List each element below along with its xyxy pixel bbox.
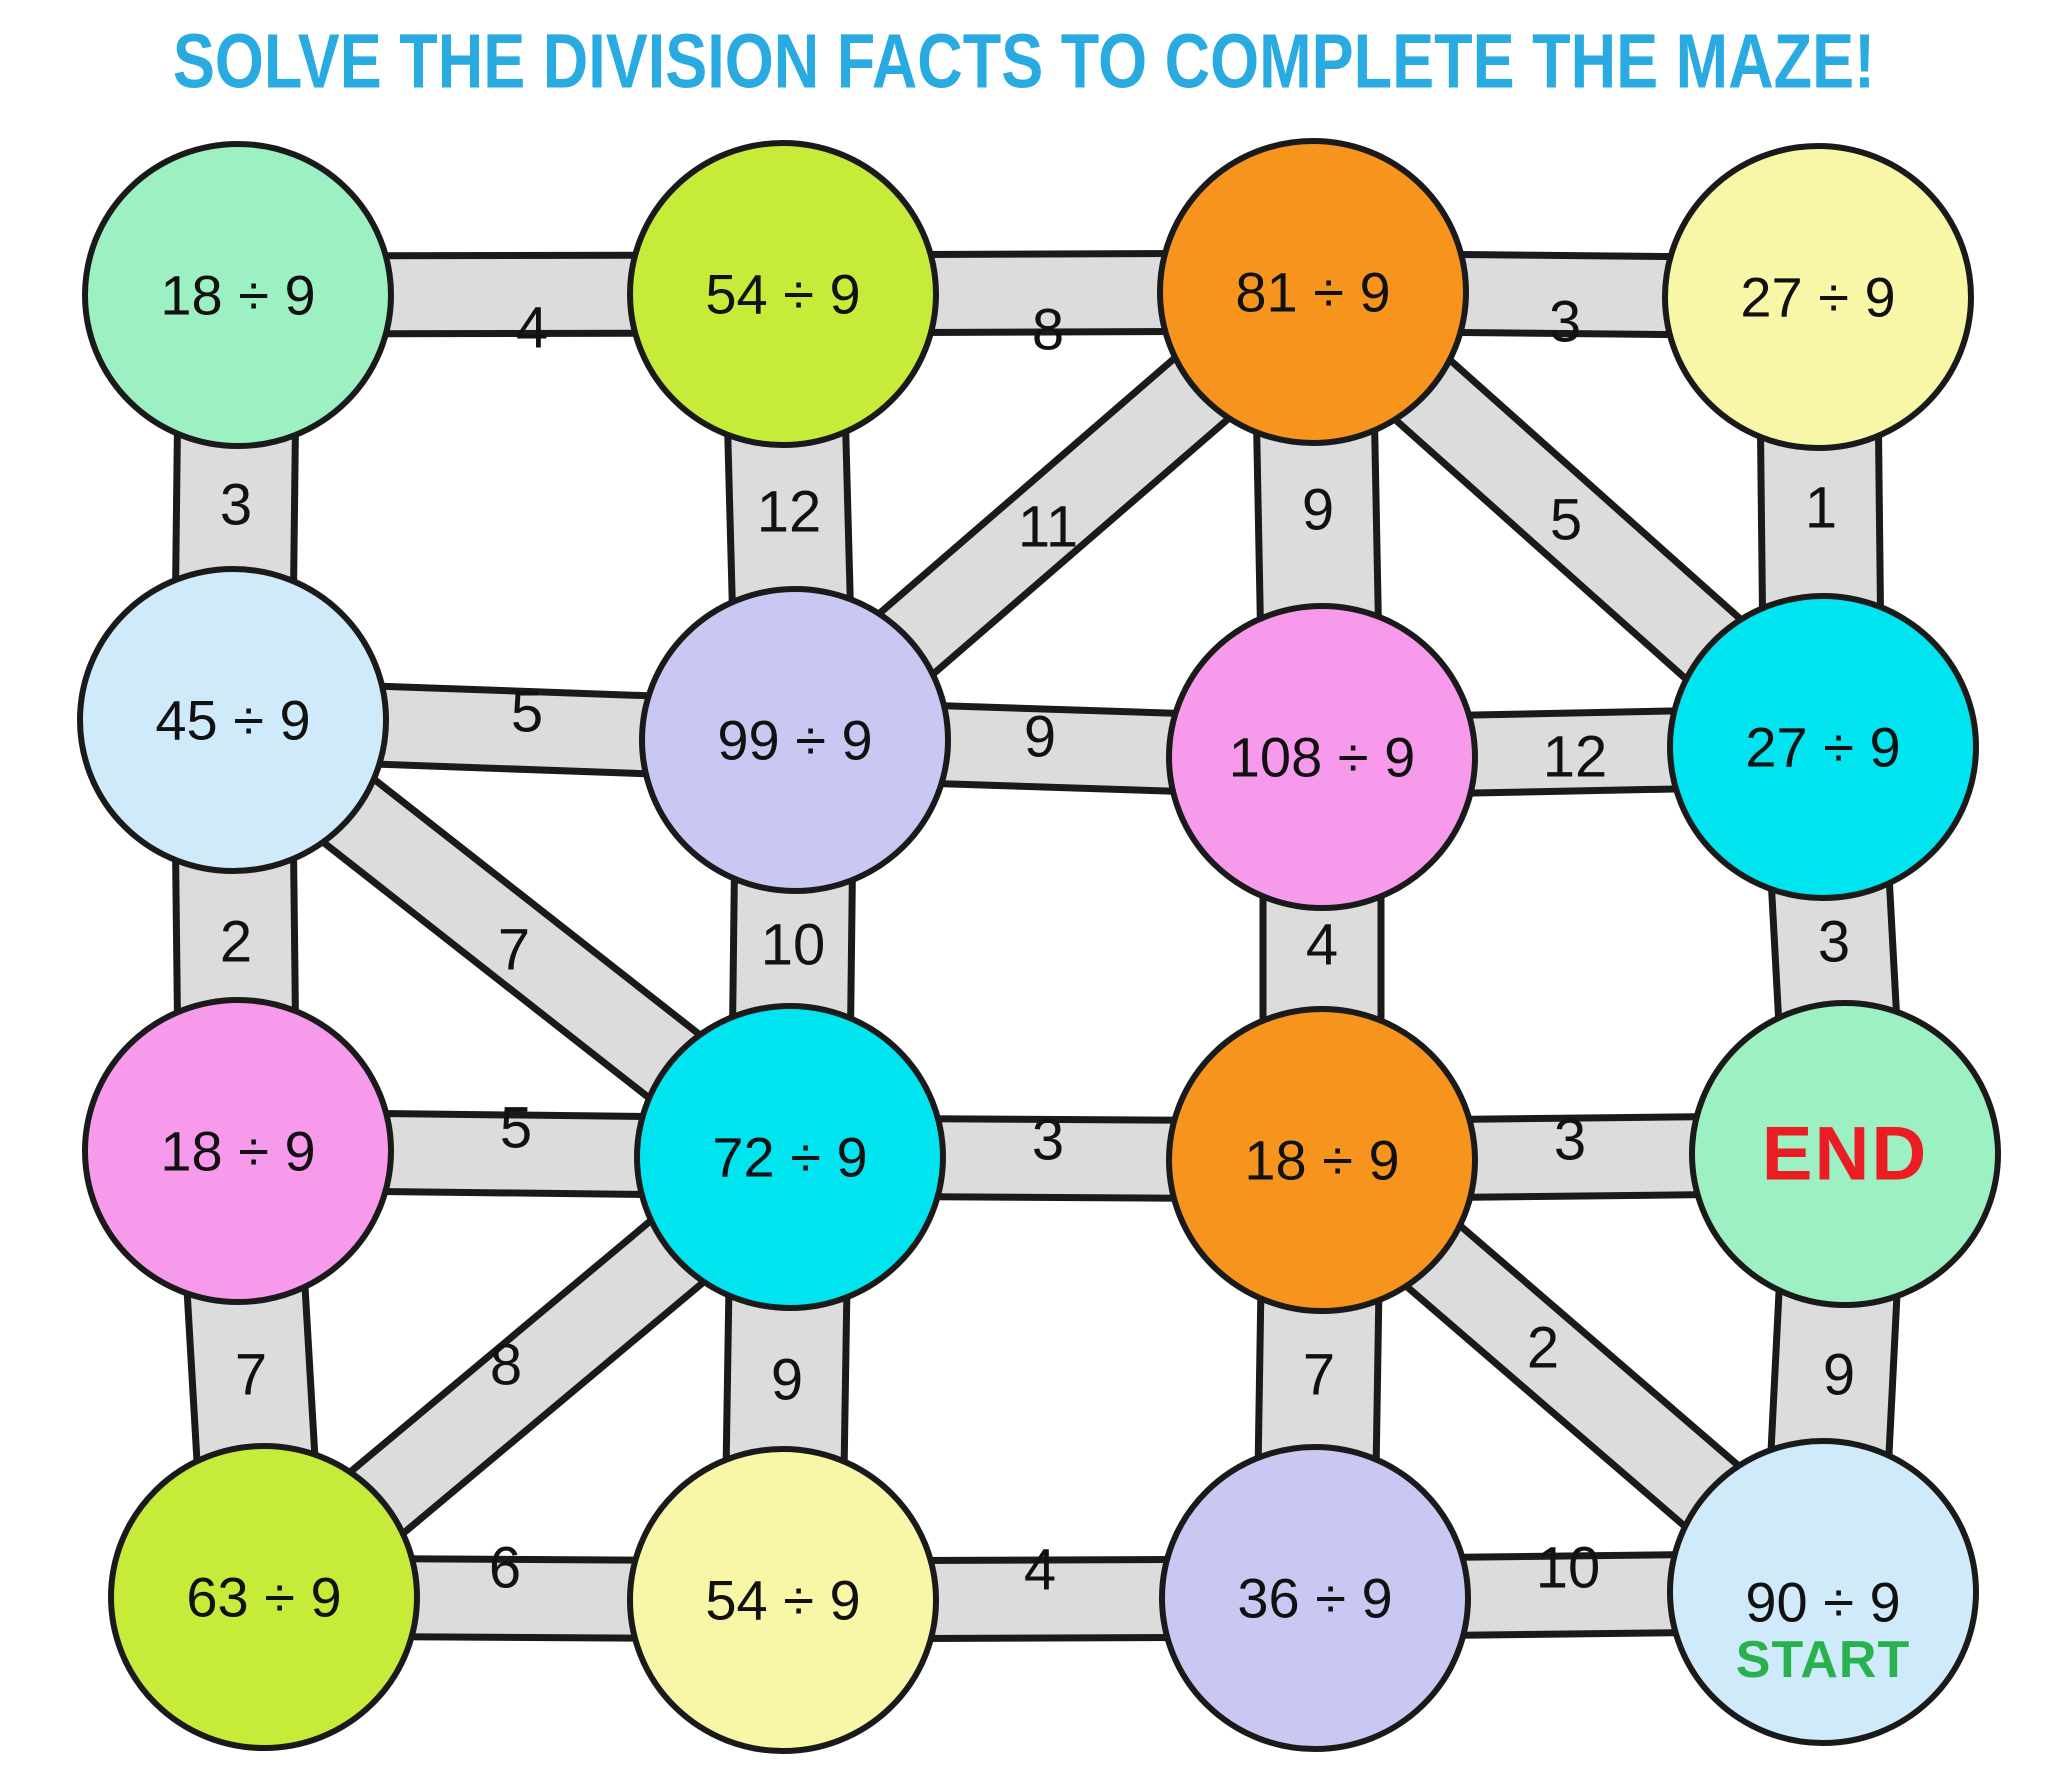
maze-node-circle-n33: [1166, 1006, 1478, 1314]
maze-node-circle-n23: [1166, 603, 1478, 911]
maze-node-circle-n44: [1667, 1438, 1979, 1746]
maze-node-circle-n13: [1157, 138, 1469, 446]
edge-answer-label-24: 8: [490, 1333, 522, 1398]
edge-answer-label-21: 9: [771, 1348, 803, 1413]
maze-node-sublabel-n44: START: [1736, 1631, 1910, 1689]
edge-answer-label-9: 5: [511, 680, 543, 745]
maze-node-label-n43: 36 ÷ 9: [1237, 1567, 1392, 1630]
maze-node-label-n34: END: [1762, 1112, 1928, 1197]
edge-answer-label-1: 8: [1032, 298, 1064, 363]
edge-answer-label-7: 11: [1018, 495, 1078, 560]
edge-answer-label-25: 2: [1527, 1316, 1559, 1381]
edge-answer-label-22: 7: [1303, 1343, 1335, 1408]
edge-answer-label-4: 12: [757, 480, 822, 545]
edge-answer-label-0: 4: [516, 296, 548, 361]
maze-node-label-n31: 18 ÷ 9: [160, 1120, 315, 1183]
maze-node-circle-n21: [77, 566, 389, 874]
edge-answer-label-17: 5: [500, 1096, 532, 1161]
maze-node-label-n44: 90 ÷ 9: [1745, 1571, 1900, 1634]
edge-answer-label-3: 3: [220, 473, 252, 538]
edge-answer-label-27: 4: [1024, 1538, 1056, 1603]
maze-node-circle-n31: [82, 997, 394, 1305]
maze-node-circle-n22: [639, 586, 951, 894]
maze-node-label-n32: 72 ÷ 9: [712, 1126, 867, 1189]
maze-node-label-n12: 54 ÷ 9: [705, 263, 860, 326]
maze-node-label-n24: 27 ÷ 9: [1745, 716, 1900, 779]
edge-answer-label-2: 3: [1549, 290, 1581, 355]
edge-answer-label-5: 9: [1302, 478, 1334, 543]
maze-node-circle-n12: [627, 140, 939, 448]
edge-answer-label-28: 10: [1536, 1536, 1601, 1601]
edge-answer-label-13: 10: [761, 913, 826, 978]
maze-node-circle-n34: [1689, 1000, 2001, 1308]
maze-node-label-n23: 108 ÷ 9: [1229, 726, 1415, 789]
edge-answer-label-6: 1: [1805, 476, 1837, 541]
maze-node-label-n42: 54 ÷ 9: [705, 1569, 860, 1632]
maze-node-label-n33: 18 ÷ 9: [1244, 1129, 1399, 1192]
edge-answer-label-16: 7: [498, 918, 530, 983]
maze-node-label-n22: 99 ÷ 9: [717, 709, 872, 772]
edge-answer-label-19: 3: [1554, 1108, 1586, 1173]
edge-answer-label-18: 3: [1032, 1108, 1064, 1173]
edge-answer-label-8: 5: [1550, 488, 1582, 553]
maze-node-label-n11: 18 ÷ 9: [160, 264, 315, 327]
maze-node-label-n14: 27 ÷ 9: [1740, 266, 1895, 329]
edge-answer-label-20: 7: [235, 1343, 267, 1408]
maze-node-circle-n24: [1667, 593, 1979, 901]
edge-answer-label-14: 4: [1306, 913, 1338, 978]
edge-answer-label-12: 2: [220, 910, 252, 975]
maze-node-circle-n11: [82, 141, 394, 449]
edge-answer-label-26: 6: [489, 1536, 521, 1601]
maze-node-circle-n32: [634, 1003, 946, 1311]
edge-answer-label-15: 3: [1818, 910, 1850, 975]
maze-node-circle-n42: [627, 1446, 939, 1754]
edge-answer-label-23: 9: [1823, 1343, 1855, 1408]
page-title: SOLVE THE DIVISION FACTS TO COMPLETE THE…: [172, 19, 1876, 105]
edge-answer-label-10: 9: [1024, 705, 1056, 770]
maze-node-label-n41: 63 ÷ 9: [186, 1566, 341, 1629]
maze-node-circle-n43: [1159, 1444, 1471, 1752]
maze-node-label-n13: 81 ÷ 9: [1235, 261, 1390, 324]
maze-node-circle-n14: [1662, 143, 1974, 451]
maze-node-label-n21: 45 ÷ 9: [155, 689, 310, 752]
maze-node-circle-n41: [108, 1443, 420, 1751]
edge-answer-label-11: 12: [1543, 725, 1608, 790]
